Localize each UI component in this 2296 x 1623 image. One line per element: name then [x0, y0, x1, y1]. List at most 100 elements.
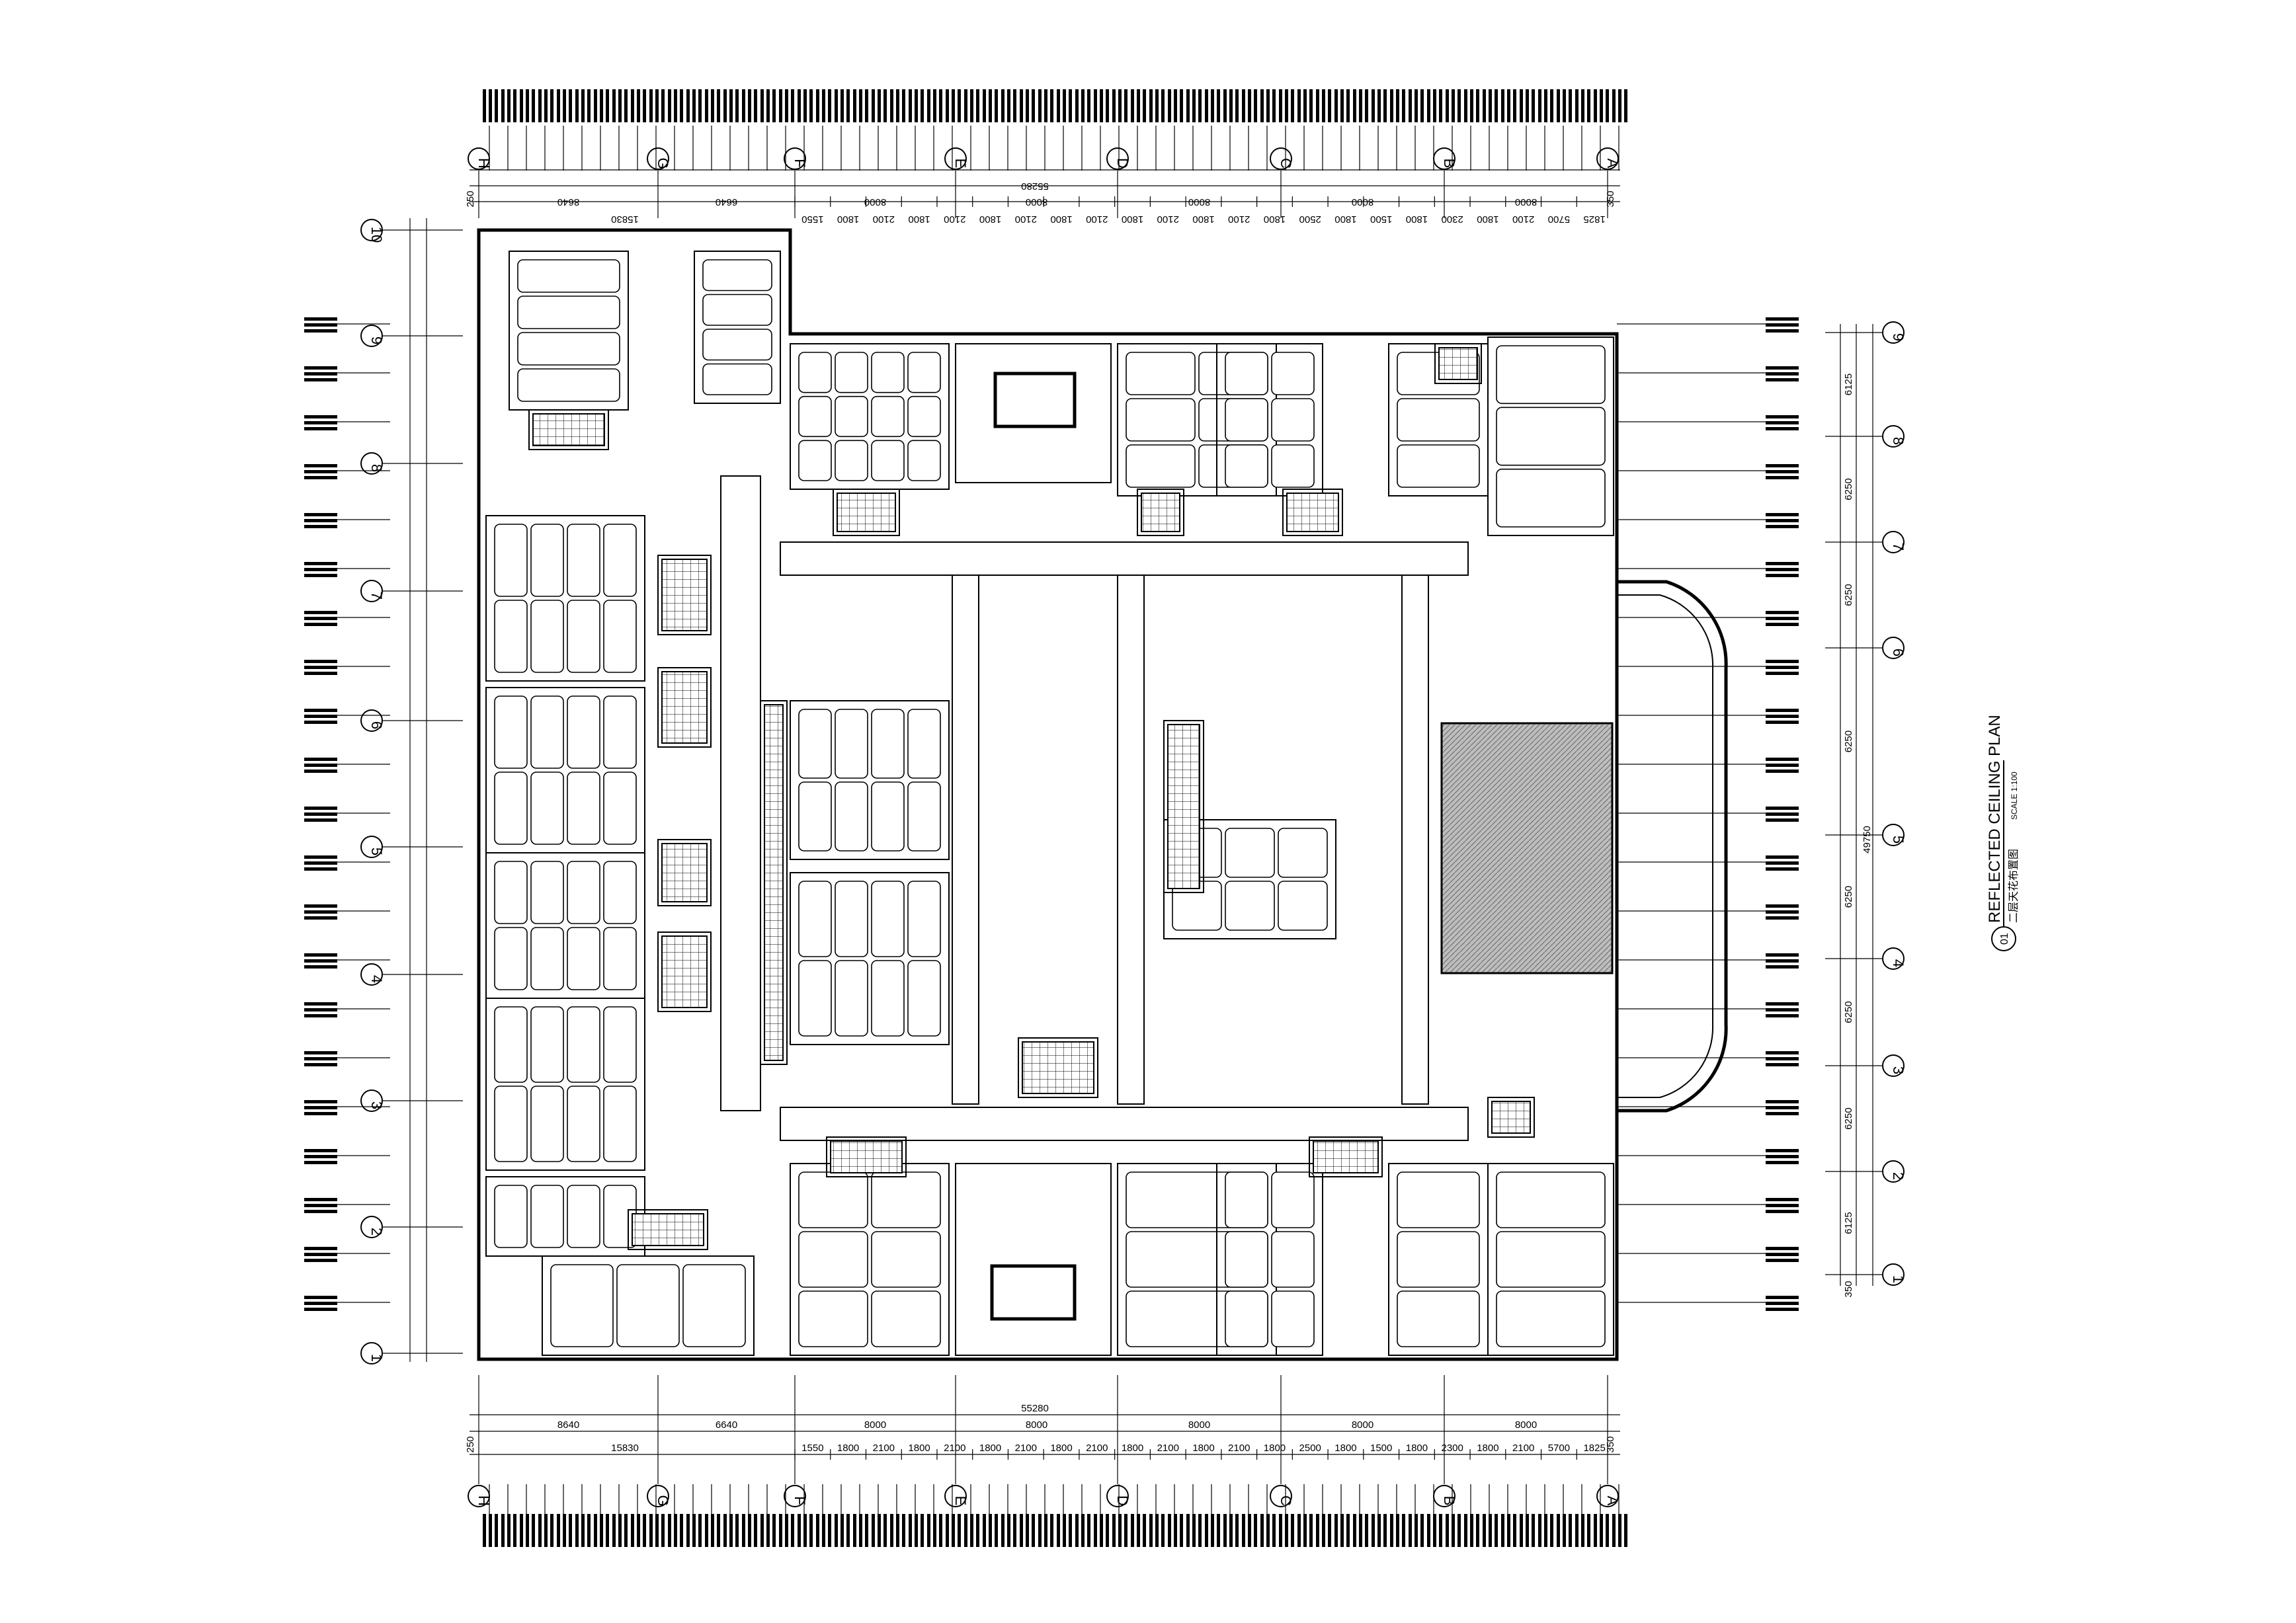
annotation-tag	[754, 89, 757, 122]
annotation-tag	[742, 89, 745, 122]
annotation-tag	[1600, 1514, 1603, 1547]
ceiling-panel	[603, 861, 637, 924]
annotation-tag	[575, 1514, 579, 1547]
annotation-tag	[1322, 1514, 1325, 1547]
annotation-tag	[1501, 1514, 1504, 1547]
annotation-tag	[643, 89, 646, 122]
annotation-tag	[1316, 89, 1319, 122]
annotation-tag	[1235, 89, 1239, 122]
dimension-text: 1800	[908, 1443, 930, 1454]
grid-bubble	[784, 1485, 806, 1507]
ceiling-panel	[1225, 1231, 1268, 1288]
ceiling-panel	[1271, 1171, 1315, 1228]
annotation-tag	[735, 89, 739, 122]
dimension-text: 8000	[1515, 1419, 1537, 1431]
annotation-tag	[501, 1514, 505, 1547]
annotation-tag	[742, 1514, 745, 1547]
annotation-tag	[1285, 89, 1288, 122]
annotation-tag	[1766, 562, 1799, 565]
annotation-tag	[1409, 1514, 1412, 1547]
annotation-tag	[1457, 1514, 1461, 1547]
dimension-text: 6250	[1843, 886, 1854, 908]
annotation-tag	[304, 1247, 337, 1250]
room	[826, 1136, 907, 1177]
grid-bubble	[1882, 1160, 1905, 1183]
annotation-tag	[723, 89, 727, 122]
grid-ceiling	[532, 413, 605, 446]
annotation-tag	[1112, 89, 1116, 122]
annotation-tag	[1618, 89, 1621, 122]
annotation-tag	[1346, 89, 1350, 122]
ceiling-panel	[835, 440, 868, 481]
annotation-tag	[495, 89, 498, 122]
ceiling-panel	[530, 772, 564, 845]
annotation-tag	[304, 764, 337, 767]
ceiling-panel	[494, 600, 528, 673]
annotation-tag	[304, 574, 337, 577]
dimension-text: 2500	[1299, 1443, 1321, 1454]
annotation-tag	[1766, 1161, 1799, 1164]
annotation-tag	[846, 89, 850, 122]
annotation-tag	[791, 89, 794, 122]
ceiling-panel	[835, 881, 868, 957]
annotation-tag	[304, 916, 337, 920]
annotation-tag	[1526, 89, 1529, 122]
annotation-tag	[304, 1002, 337, 1006]
grid-label-row: 7	[368, 592, 385, 600]
annotation-tag	[1618, 1514, 1621, 1547]
annotation-tag	[304, 568, 337, 571]
ceiling-panel	[530, 1086, 564, 1162]
annotation-tag	[723, 1514, 727, 1547]
ceiling-panel	[1397, 1171, 1480, 1228]
grid-bubble	[944, 1485, 967, 1507]
annotation-tag	[1513, 89, 1516, 122]
annotation-tag	[1303, 1514, 1307, 1547]
annotation-tag	[304, 1100, 337, 1103]
annotation-tag	[1032, 1514, 1035, 1547]
annotation-tag	[1766, 709, 1799, 712]
annotation-tag	[668, 1514, 671, 1547]
annotation-tag	[1581, 1514, 1584, 1547]
ceiling-panel	[1496, 407, 1606, 466]
grid-bubble	[1270, 1485, 1292, 1507]
annotation-tag	[304, 317, 337, 321]
dimension-text: 2100	[873, 1443, 895, 1454]
annotation-tag	[1069, 89, 1072, 122]
annotation-tag	[1766, 611, 1799, 614]
annotation-tag	[1377, 89, 1381, 122]
ceiling-panel	[1126, 398, 1196, 442]
annotation-tag	[668, 89, 671, 122]
annotation-tag	[760, 89, 764, 122]
annotation-tag	[909, 1514, 912, 1547]
annotation-tag	[1550, 89, 1553, 122]
annotation-tag	[1600, 89, 1603, 122]
annotation-tag	[698, 1514, 702, 1547]
ceiling-panel	[702, 363, 772, 395]
ceiling-panel	[871, 881, 905, 957]
annotation-tag	[798, 89, 801, 122]
annotation-tag	[1229, 89, 1233, 122]
dimension-text: 1800	[1264, 1443, 1286, 1454]
annotation-tag	[587, 89, 591, 122]
annotation-tag	[1106, 89, 1109, 122]
grid-label-row: 3	[368, 1101, 385, 1109]
ceiling-panel	[603, 695, 637, 769]
annotation-tag	[927, 89, 930, 122]
annotation-tag	[1766, 660, 1799, 663]
annotation-tag	[1180, 89, 1183, 122]
annotation-tag	[835, 1514, 838, 1547]
ceiling-panel	[1278, 881, 1328, 931]
ceiling-panel	[517, 332, 620, 366]
annotation-tag	[612, 1514, 616, 1547]
grid-bubble	[360, 580, 383, 602]
annotation-tag	[1100, 1514, 1103, 1547]
annotation-tag	[513, 1514, 516, 1547]
ceiling-panel	[798, 1231, 868, 1288]
annotation-tag	[970, 89, 973, 122]
annotation-tag	[835, 89, 838, 122]
annotation-tag	[304, 427, 337, 430]
ceiling-panel	[1225, 1171, 1268, 1228]
annotation-tag	[1766, 568, 1799, 571]
annotation-tag	[1581, 89, 1584, 122]
annotation-tag	[1766, 1204, 1799, 1207]
